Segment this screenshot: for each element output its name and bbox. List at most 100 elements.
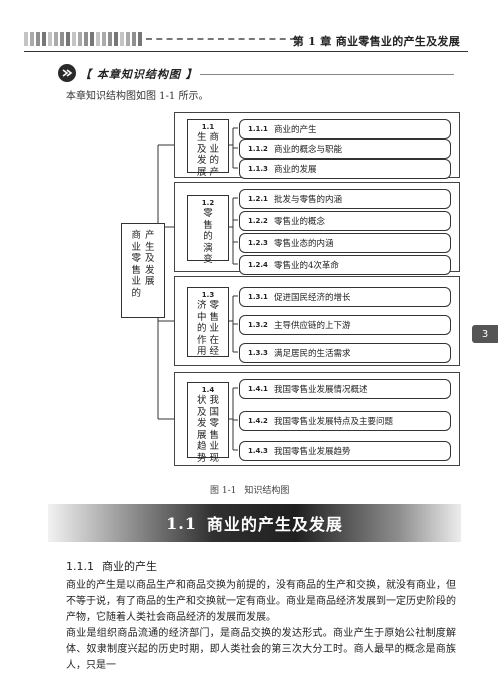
section-node-char: 售 [209, 311, 220, 323]
topic-text: 商业的产生 [273, 125, 317, 135]
root-char: 产 [145, 230, 155, 241]
section-node-text-column: 我国零售业现 [210, 395, 220, 464]
body-paragraph: 商业的产生是以商品生产和商品交换为前提的，没有商品的生产和交换，就没有商业，但不… [66, 580, 456, 623]
section-node-number: 1.4 [201, 386, 215, 394]
topic-text: 我国零售业发展特点及主要问题 [273, 417, 393, 427]
root-char: 生 [145, 241, 155, 253]
section-node-number: 1.2 [201, 199, 215, 207]
root-char: 的 [131, 287, 141, 299]
subsection-number: 1.1.1 [66, 560, 94, 573]
topic-number: 1.2.1 [248, 195, 268, 203]
section-node-char: 及 [196, 143, 207, 155]
topic-number: 1.2.4 [248, 261, 268, 269]
section-node-char: 产 [209, 166, 220, 178]
banner-number: 1.1 [166, 513, 197, 533]
topic-number: 1.1.2 [248, 145, 268, 153]
section-node-number: 1.3 [201, 291, 215, 299]
section-node-char: 展 [196, 429, 207, 441]
diagram-topic-node: 1.2.1 批发与零售的内涵 [239, 189, 451, 209]
section-node-char: 零 [209, 300, 220, 311]
section-node-number: 1.1 [201, 123, 215, 131]
section-label: 【 本章知识结构图 】 [80, 68, 198, 81]
figure-label: 图 1-1 [210, 486, 237, 496]
section-node-char: 演 [203, 242, 213, 254]
page-side-tab: 3 [472, 325, 498, 343]
topic-number: 1.1.1 [248, 125, 268, 133]
section-node-char: 国 [209, 406, 220, 418]
section-node-char: 零 [209, 418, 220, 430]
section-node-char: 的 [209, 155, 220, 167]
diagram-topic-node: 1.2.4 零售业的4次革命 [239, 255, 451, 275]
section-node-char: 商 [209, 132, 220, 143]
section-node-char: 业 [209, 143, 220, 155]
root-char: 及 [145, 253, 155, 265]
topic-text: 满足居民的生活需求 [273, 349, 351, 359]
subsection-heading: 1.1.1 商业的产生 [66, 558, 157, 574]
topic-number: 1.3.1 [248, 293, 268, 301]
topic-number: 1.4.2 [248, 417, 268, 425]
header-dash-line [146, 38, 296, 40]
section-node-char: 零 [203, 208, 213, 219]
topic-text: 我国零售业发展情况概述 [273, 385, 368, 395]
section-node-text-column: 状及发展趋势 [197, 395, 207, 464]
section-node-char: 经 [209, 346, 220, 358]
subsection-title: 商业的产生 [102, 560, 157, 573]
section-node-char: 发 [196, 155, 207, 167]
section-node-char: 售 [209, 429, 220, 441]
diagram-topic-node: 1.4.2 我国零售业发展特点及主要问题 [239, 411, 451, 431]
section-node-text-column: 生及发展 [197, 132, 207, 178]
root-char: 零 [131, 253, 141, 265]
topic-text: 零售业的概念 [273, 217, 325, 227]
topic-text: 主导供应链的上下游 [273, 321, 351, 331]
section-node-char: 发 [196, 418, 207, 430]
section-node-char: 及 [196, 406, 207, 418]
body-paragraph: 商业是组织商品流通的经济部门，是商品交换的发达形式。商业产生于原始公社制度解体、… [66, 628, 456, 671]
intro-text: 本章知识结构图如图 1-1 所示。 [66, 91, 209, 102]
root-char: 售 [131, 264, 141, 276]
section-node-char: 变 [203, 254, 213, 266]
section-banner: 1.1 商业的产生及发展 [48, 504, 461, 542]
chapter-header: 第 1 章 商业零售业的产生及发展 [292, 35, 460, 48]
section-node-char: 现 [209, 452, 220, 464]
banner-title: 商业的产生及发展 [206, 515, 343, 534]
topic-number: 1.3.3 [248, 349, 268, 357]
root-text-column: 商业零售业的 [131, 230, 141, 299]
diagram-topic-node: 1.1.1 商业的产生 [239, 119, 451, 139]
diagram-connectors [157, 127, 238, 451]
section-node-text-column: 商业的产 [210, 132, 220, 178]
section-node-char: 展 [196, 166, 207, 178]
topic-number: 1.4.1 [248, 385, 268, 393]
topic-text: 零售业的4次革命 [273, 261, 339, 271]
section-rule [200, 74, 454, 75]
section-node-char: 售 [203, 219, 213, 231]
root-char: 展 [145, 276, 155, 288]
section-node-char: 的 [196, 323, 207, 335]
section-node-char: 势 [196, 452, 207, 464]
topic-number: 1.1.3 [248, 165, 268, 173]
section-node-char: 在 [209, 334, 220, 346]
section-node-char: 用 [196, 346, 207, 358]
topic-text: 批发与零售的内涵 [273, 195, 342, 205]
diagram-topic-node: 1.4.1 我国零售业发展情况概述 [239, 379, 451, 399]
diagram-root-node: 商业零售业的产生及发展 [121, 223, 165, 318]
root-text-column: 产生及发展 [145, 230, 155, 288]
header-decoration [24, 32, 144, 46]
root-char: 业 [131, 241, 141, 253]
section-node-char: 济 [196, 300, 207, 311]
section-node-char: 作 [196, 334, 207, 346]
